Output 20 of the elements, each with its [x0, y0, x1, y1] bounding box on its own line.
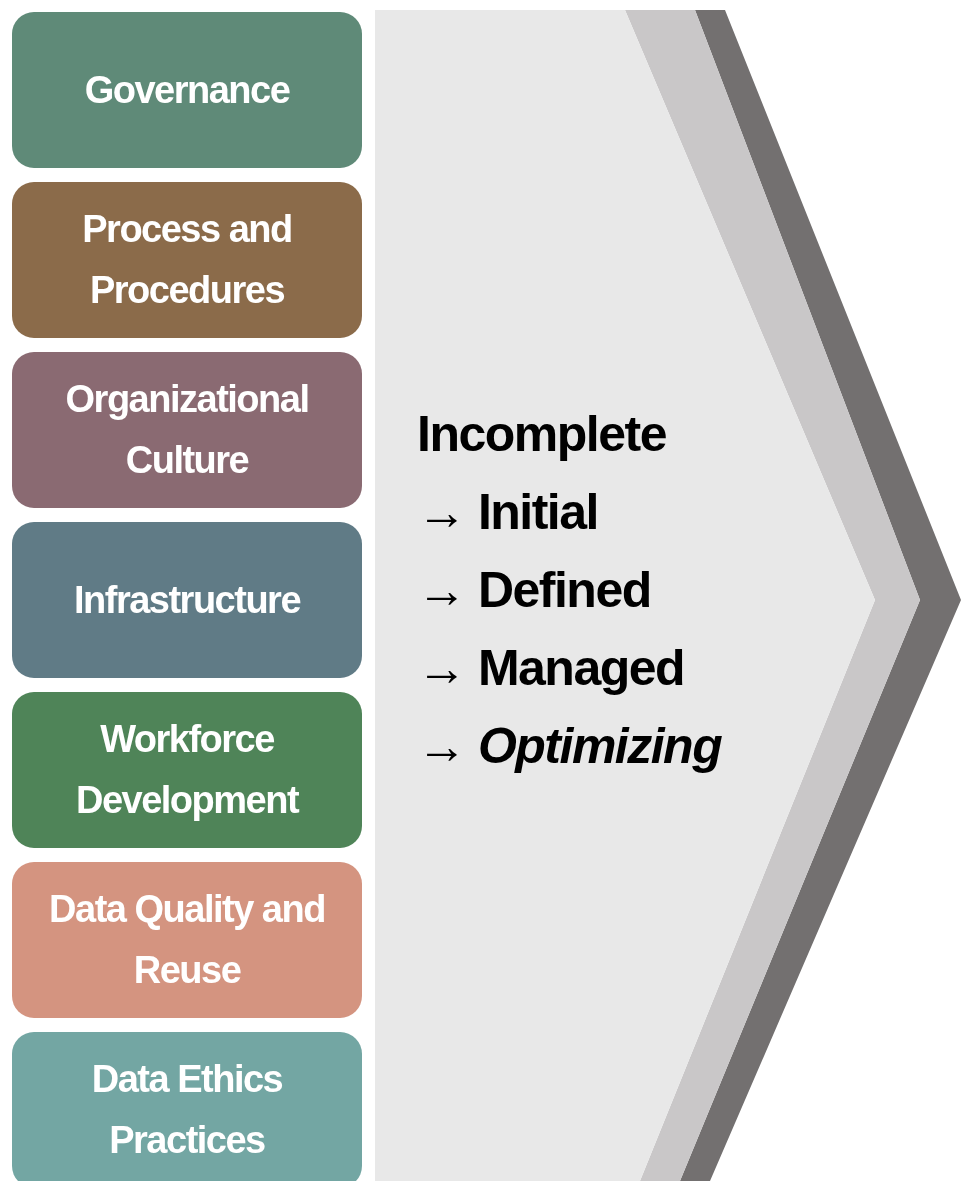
stage-label: → Managed — [417, 639, 686, 698]
stage-label: → Defined — [417, 561, 652, 620]
category-label: Workforce Development — [74, 717, 300, 823]
category-box — [12, 862, 362, 1018]
stage-label: Incomplete — [417, 405, 667, 464]
category-box — [12, 12, 362, 168]
category-box — [12, 692, 362, 848]
category-label: Infrastructure — [72, 577, 302, 623]
category-label: Data Quality and Reuse — [48, 887, 326, 993]
category-label: Data Ethics Practices — [90, 1057, 284, 1163]
category-label: Organizational Culture — [64, 377, 310, 483]
category-box — [12, 1032, 362, 1181]
category-box — [12, 352, 362, 508]
category-label: Process and Procedures — [81, 207, 293, 313]
stage-label: → Initial — [417, 483, 599, 542]
stage-label: → Optimizing — [417, 717, 722, 776]
category-label: Governance — [83, 67, 291, 113]
category-box — [12, 182, 362, 338]
chevron-arrow — [375, 10, 961, 1181]
category-box — [12, 522, 362, 678]
